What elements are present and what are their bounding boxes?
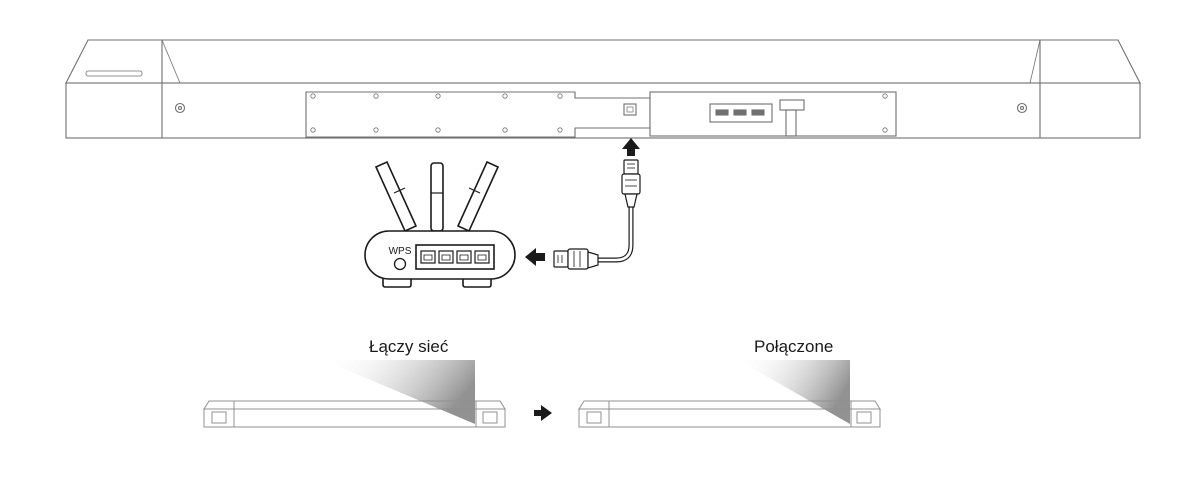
- wps-button: [395, 259, 406, 270]
- light-beam-left: [323, 360, 475, 424]
- status-light-left: [483, 412, 497, 423]
- ethernet-cable: [554, 160, 640, 269]
- arrow-right-icon: [534, 405, 552, 421]
- soundbar-rear: [66, 40, 1140, 138]
- antenna-right: [458, 162, 498, 231]
- status-connected-label: Połączone: [754, 337, 833, 357]
- antenna-left: [376, 162, 416, 231]
- arrow-left-icon: [525, 248, 545, 266]
- wps-label: WPS: [389, 246, 412, 257]
- arrow-up-icon: [622, 138, 640, 156]
- status-light-right: [857, 412, 871, 423]
- light-beam-right: [738, 360, 850, 424]
- status-connecting-label: Łączy sieć: [369, 337, 448, 357]
- antenna-middle: [431, 163, 443, 231]
- router: WPS: [365, 162, 515, 287]
